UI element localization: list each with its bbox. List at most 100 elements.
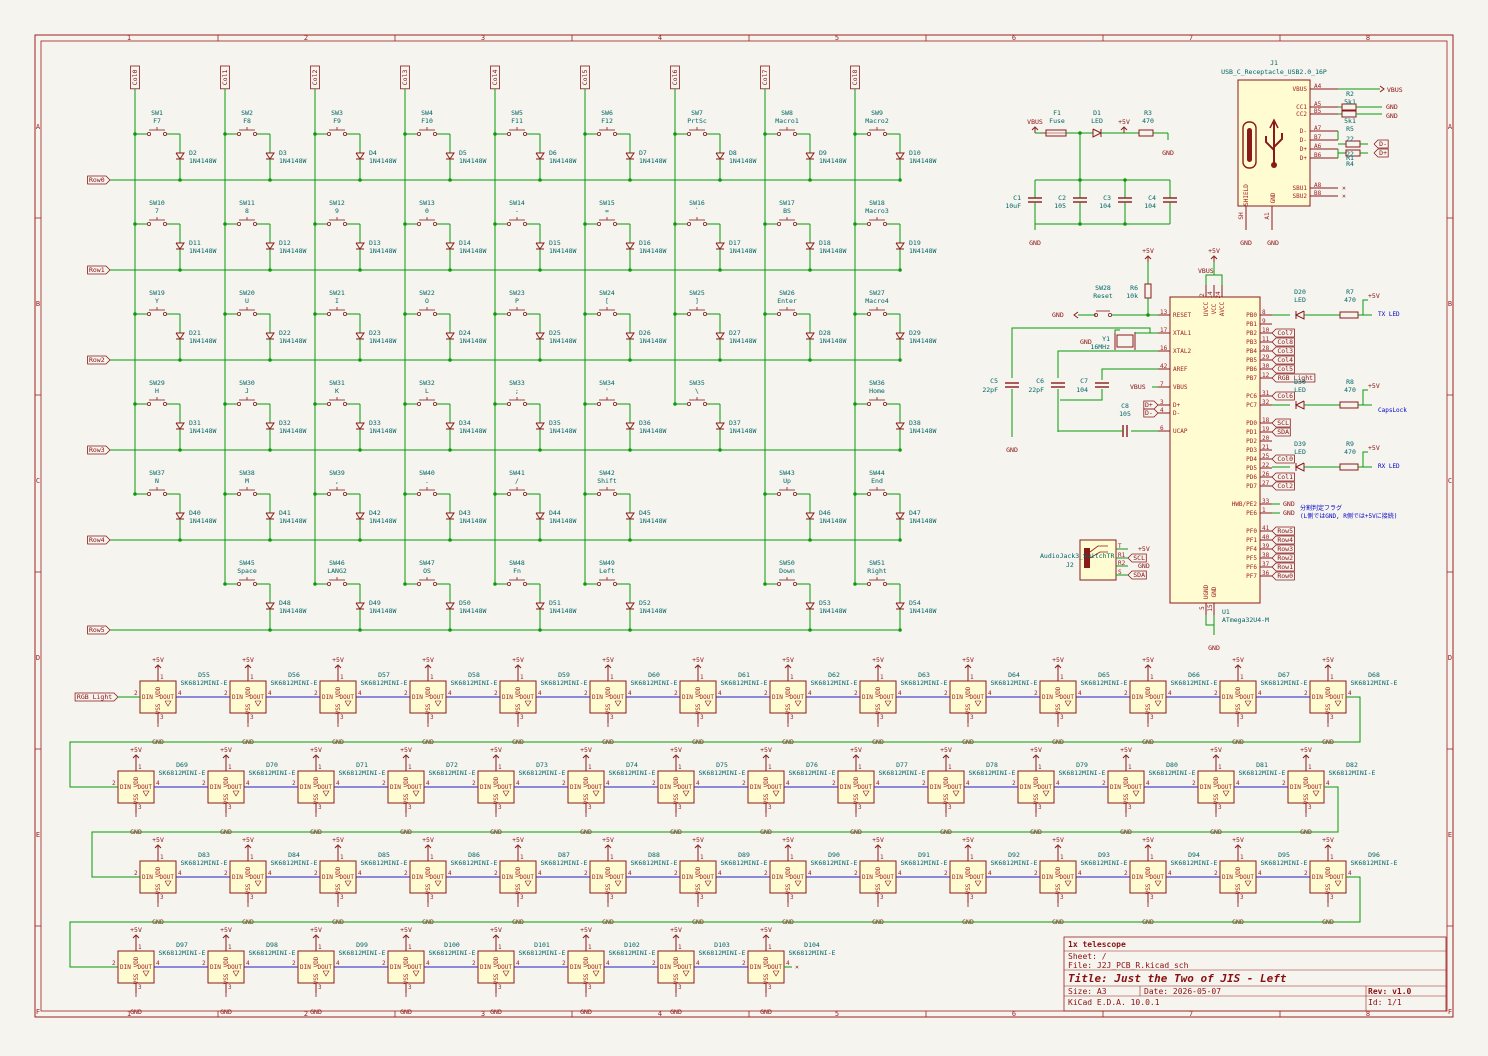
diode-value: 1N4148W <box>369 337 396 345</box>
switch-value: / <box>515 477 519 485</box>
switch-contact <box>703 221 708 226</box>
mcu-pin-number: 13 <box>1160 309 1168 316</box>
power-arrow <box>1031 126 1039 131</box>
diode-symbol <box>895 152 905 160</box>
led-vdd-pin: VDD <box>515 686 522 697</box>
mcu-pin-number: 36 <box>1262 570 1270 577</box>
led-value: SK6812MINI-E <box>721 859 768 867</box>
net-text: Row4 <box>1277 536 1293 544</box>
diode-symbol <box>535 152 545 160</box>
led-ref: D99 <box>356 941 368 949</box>
junction <box>1123 222 1127 226</box>
reset-switch-value: Reset <box>1093 292 1113 300</box>
switch-contact <box>252 221 257 226</box>
led-pin-3: 3 <box>588 984 592 991</box>
switch-value: ; <box>515 387 519 395</box>
diode-ref: D13 <box>369 239 381 247</box>
column-col8: Col8 <box>850 65 860 585</box>
led-pin-4: 4 <box>808 690 812 697</box>
power-label: +5V <box>760 926 772 934</box>
led-value: SK6812MINI-E <box>339 769 386 777</box>
led-pin-1: 1 <box>520 854 524 861</box>
led-vdd-pin: VDD <box>785 686 792 697</box>
led-body <box>949 860 987 894</box>
led-value: SK6812MINI-E <box>519 769 566 777</box>
led-din-pin: DIN <box>682 874 693 881</box>
capacitor <box>1073 197 1087 203</box>
led-ref: D97 <box>176 941 188 949</box>
led-glyph <box>434 700 442 707</box>
led-dout-pin: DOUT <box>318 964 333 971</box>
net-text: Col3 <box>1277 347 1293 355</box>
wire <box>1114 329 1120 333</box>
vbus-label: VBUS <box>1130 383 1146 391</box>
diode-symbol <box>265 152 275 160</box>
led-vss-pin: VSS <box>875 883 882 894</box>
capacitor <box>1005 382 1019 388</box>
net-label: D- <box>1373 139 1389 149</box>
led-vdd-pin: VDD <box>403 776 410 787</box>
switch-ref: SW9 <box>871 109 883 117</box>
diode-symbol <box>355 332 365 340</box>
diode-ref: D47 <box>909 509 921 517</box>
diode-ref: D49 <box>369 599 381 607</box>
switch-value: OS <box>423 567 431 575</box>
diode-triangle <box>175 512 185 520</box>
led-glyph <box>1312 790 1320 797</box>
power-arrow <box>1120 126 1128 131</box>
switch-ref: SW3 <box>331 109 343 117</box>
power-label: +5V <box>1368 444 1380 452</box>
led-body <box>297 770 335 804</box>
led-pin-2: 2 <box>652 960 656 967</box>
power-label: +5V <box>1052 656 1064 664</box>
net-label: D+ <box>1373 148 1389 158</box>
led-glyph <box>232 790 240 797</box>
audio-jack-contact <box>1089 551 1108 559</box>
led-vdd-pin: VDD <box>245 866 252 877</box>
switch-ref: SW48 <box>509 559 525 567</box>
led-body <box>229 860 267 894</box>
net-label: SCL <box>1127 553 1147 563</box>
led-pin-4: 4 <box>718 870 722 877</box>
switch-contact <box>523 221 528 226</box>
led-dout-pin: DOUT <box>340 874 355 881</box>
led-din-pin: DIN <box>772 874 783 881</box>
power-arrow <box>1144 664 1152 669</box>
led-din-pin: DIN <box>502 694 513 701</box>
mcu-pin-name: PD1 <box>1246 429 1257 436</box>
frame-col-number: 5 <box>835 34 839 42</box>
led-pin-3: 3 <box>408 984 412 991</box>
diode-ref: D29 <box>909 329 921 337</box>
net-text: Row0 <box>1277 572 1293 580</box>
usb-symbol-icon <box>1269 118 1279 129</box>
led-pin-3: 3 <box>588 804 592 811</box>
column-text: Col0 <box>131 69 139 85</box>
led-pin-2: 2 <box>584 870 588 877</box>
switch-contact <box>342 401 347 406</box>
reset-and-clock: +5VR610kSW28ResetGNDY116MHzGNDC522pFC622… <box>982 247 1159 454</box>
junction <box>628 358 632 362</box>
switch-contact <box>687 401 692 406</box>
power-label: +5V <box>1368 292 1380 300</box>
net-label: Col5 <box>1271 364 1295 374</box>
power-symbol: +5V <box>760 926 772 941</box>
led-body <box>477 770 515 804</box>
net-text: Row0 <box>89 176 105 184</box>
diode-value: 1N4148W <box>189 427 216 435</box>
led-vss-pin: VSS <box>763 793 770 804</box>
switch-ref: SW21 <box>329 289 345 297</box>
switch-contact <box>236 401 241 406</box>
net-text: D+ <box>1379 149 1387 157</box>
power-arrow <box>132 934 140 939</box>
junction <box>178 448 182 452</box>
diode-triangle <box>265 332 275 340</box>
junction <box>448 358 452 362</box>
led-pin-4: 4 <box>1326 780 1330 787</box>
led-ref: D81 <box>1256 761 1268 769</box>
led-pin-4: 4 <box>336 960 340 967</box>
switch-contact <box>432 131 437 136</box>
led-pin-1: 1 <box>1240 854 1244 861</box>
